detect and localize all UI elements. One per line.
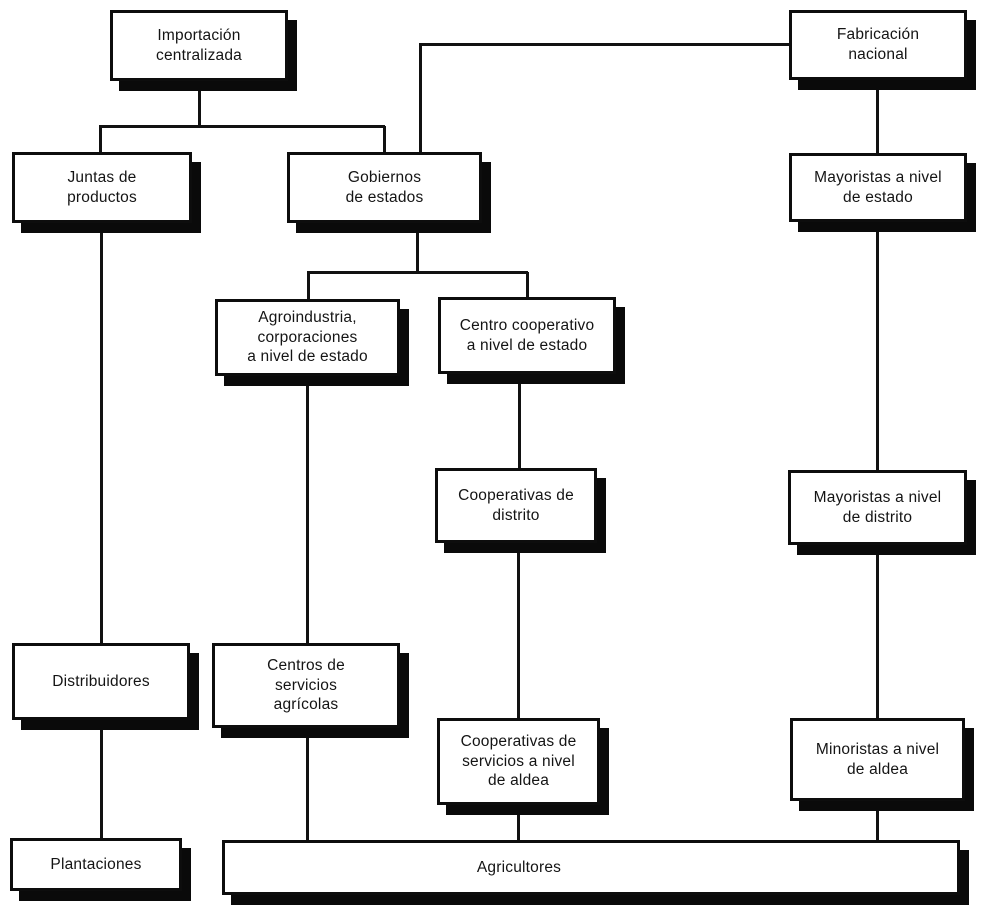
node-centros-servicios-label: Centros de servicios agrícolas <box>267 656 345 714</box>
node-fabricacion-label: Fabricación nacional <box>836 26 920 63</box>
node-mayoristas-nivel-estado: Mayoristas a nivel de estado <box>789 153 967 222</box>
node-importacion-centralizada: Importación centralizada <box>110 10 288 81</box>
node-gobiernos-de-estados: Gobiernos de estados <box>287 152 482 223</box>
node-fabricacion-nacional: Fabricación nacional <box>789 10 967 80</box>
connector-drop-juntas <box>99 126 102 153</box>
node-agroindustria-label: Agroindustria, corporaciones a nivel de … <box>247 308 368 366</box>
connector-cooperativas-distrito-down <box>517 542 520 719</box>
connector-gobiernos-down <box>416 222 419 273</box>
node-agroindustria-corporaciones: Agroindustria, corporaciones a nivel de … <box>215 299 400 376</box>
connector-centros-servicios-down <box>306 727 309 842</box>
node-mayoristas-distrito-label: Mayoristas a nivel de distrito <box>813 488 942 526</box>
connector-mid-horizontal <box>307 271 528 274</box>
node-mayoristas-nivel-distrito: Mayoristas a nivel de distrito <box>788 470 967 545</box>
connector-centro-cooperativo-down <box>518 373 521 469</box>
connector-importacion-down <box>198 81 201 127</box>
node-centros-servicios-agricolas: Centros de servicios agrícolas <box>212 643 400 728</box>
node-mayoristas-estado-label: Mayoristas a nivel de estado <box>814 168 942 206</box>
node-importacion-label: Importación centralizada <box>156 26 242 64</box>
connector-fabricacion-down <box>876 80 879 154</box>
node-distribuidores-label: Distribuidores <box>52 672 150 690</box>
connector-minoristas-aldea-down <box>876 800 879 842</box>
node-gobiernos-label: Gobiernos de estados <box>345 168 424 206</box>
node-minoristas-aldea-label: Minoristas a nivel de aldea <box>815 740 940 778</box>
node-cooperativas-servicios-aldea: Cooperativas de servicios a nivel de ald… <box>437 718 600 805</box>
node-centro-cooperativo-label: Centro cooperativo a nivel de estado <box>459 316 595 354</box>
connector-drop-agroindustria <box>307 272 310 300</box>
node-plantaciones: Plantaciones <box>10 838 182 891</box>
node-centro-cooperativo-estado: Centro cooperativo a nivel de estado <box>438 297 616 374</box>
connector-distribuidores-down <box>100 719 103 840</box>
connector-fabricacion-to-gobiernos <box>419 43 422 153</box>
node-juntas-label: Juntas de productos <box>67 168 137 206</box>
node-cooperativas-aldea-label: Cooperativas de servicios a nivel de ald… <box>460 732 577 790</box>
node-agricultores: Agricultores <box>222 840 960 895</box>
connector-juntas-down <box>100 222 103 644</box>
connector-drop-centro-cooperativo <box>526 272 529 298</box>
node-agricultores-label: Agricultores <box>476 858 562 876</box>
node-cooperativas-distrito-label: Cooperativas de distrito <box>458 486 574 524</box>
connector-mayoristas-estado-down <box>876 221 879 471</box>
connector-agroindustria-down <box>306 375 309 644</box>
node-cooperativas-de-distrito: Cooperativas de distrito <box>435 468 597 543</box>
connector-top-horizontal <box>99 125 385 128</box>
node-plantaciones-label: Plantaciones <box>50 855 142 873</box>
node-distribuidores: Distribuidores <box>12 643 190 720</box>
node-juntas-de-productos: Juntas de productos <box>12 152 192 223</box>
connector-fabricacion-horizontal <box>419 43 789 46</box>
node-minoristas-nivel-aldea: Minoristas a nivel de aldea <box>790 718 965 801</box>
connector-mayoristas-distrito-down <box>876 544 879 719</box>
connector-drop-gobiernos <box>383 126 386 153</box>
connector-cooperativas-aldea-down <box>517 804 520 842</box>
